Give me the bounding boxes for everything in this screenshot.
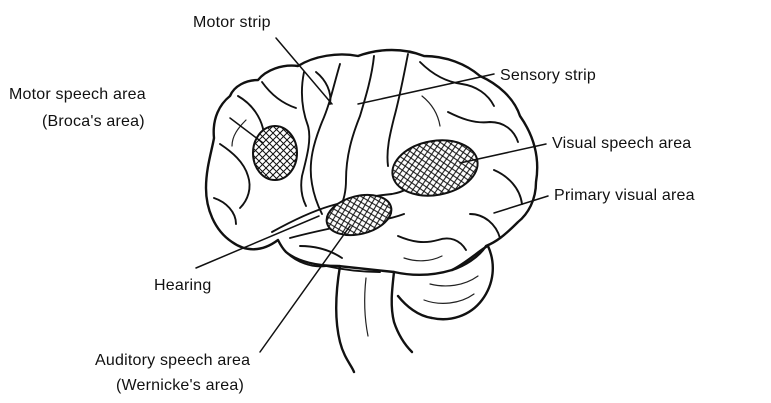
temporal-gyrus-2: [398, 236, 466, 250]
wernicke-area-region: [322, 189, 395, 242]
leader-motor-speech: [230, 118, 263, 143]
label-sensory-strip: Sensory strip: [500, 67, 596, 84]
label-broca: (Broca's area): [42, 113, 145, 130]
cerebellum-fold-1: [430, 276, 478, 286]
parietal-gyrus-3: [422, 96, 440, 126]
occipital-gyrus-2: [470, 214, 500, 238]
label-auditory-speech-area: Auditory speech area: [95, 352, 250, 369]
cerebellum: [398, 246, 493, 319]
label-motor-speech-area: Motor speech area: [9, 86, 146, 103]
label-primary-visual-area: Primary visual area: [554, 187, 695, 204]
label-motor-strip: Motor strip: [193, 14, 271, 31]
frontal-gyrus-4: [214, 198, 236, 224]
temporal-gyrus-1: [300, 246, 342, 258]
parietal-gyrus-1: [420, 62, 494, 106]
leader-motor-strip: [276, 38, 332, 104]
motor-strip-front: [301, 72, 309, 206]
frontal-gyrus-3: [262, 82, 296, 108]
broca-area-region: [253, 126, 297, 180]
occipital-gyrus-1: [494, 170, 522, 204]
parietal-gyrus-2: [448, 112, 518, 142]
brainstem-midline: [365, 278, 368, 336]
brainstem-back: [392, 272, 412, 352]
label-visual-speech-area: Visual speech area: [552, 135, 691, 152]
label-wernicke: (Wernicke's area): [116, 377, 244, 394]
label-hearing: Hearing: [154, 277, 211, 294]
sensory-strip-back: [340, 56, 374, 208]
temporal-gyrus-3: [404, 256, 442, 261]
frontal-gyrus-2: [220, 144, 250, 208]
brainstem: [336, 266, 354, 372]
central-sulcus: [311, 64, 340, 214]
postcentral-sulcus: [387, 54, 408, 166]
cerebellum-fold-2: [424, 294, 474, 303]
